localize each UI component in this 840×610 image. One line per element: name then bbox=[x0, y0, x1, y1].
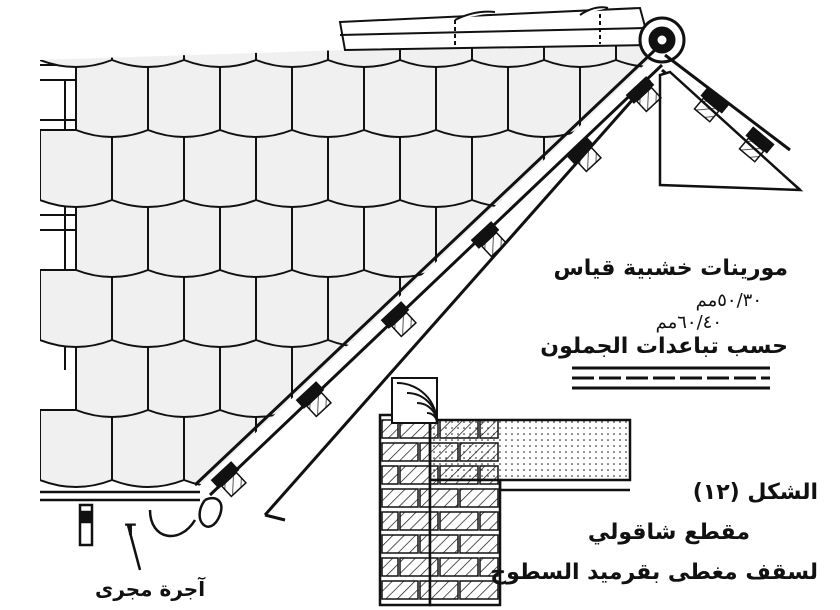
roof-tile bbox=[75, 339, 149, 418]
roof-tile bbox=[40, 409, 113, 488]
roof-tile bbox=[75, 199, 149, 278]
brick bbox=[459, 442, 499, 462]
roof-tile bbox=[111, 40, 185, 68]
roof-tile bbox=[543, 40, 617, 68]
roof-tile bbox=[363, 59, 437, 138]
membrane-symbol bbox=[572, 366, 770, 390]
timber-purlin bbox=[625, 76, 663, 113]
brick bbox=[381, 419, 399, 439]
roof-tile bbox=[111, 409, 185, 488]
roof-tile bbox=[255, 40, 329, 68]
roof-tile bbox=[40, 129, 113, 208]
roof-tile bbox=[219, 59, 293, 138]
brick bbox=[399, 557, 439, 577]
brick bbox=[419, 442, 459, 462]
roof-tile bbox=[435, 339, 509, 418]
roof-tile bbox=[147, 59, 221, 138]
timber-purlin bbox=[380, 301, 418, 338]
brick bbox=[419, 488, 459, 508]
roof-tile bbox=[183, 129, 257, 208]
roof-tile bbox=[183, 269, 257, 348]
purlin-size-1: ٥٠/٣٠مم bbox=[695, 290, 762, 311]
roof-tile bbox=[255, 269, 329, 348]
roof-tile bbox=[507, 59, 581, 138]
figure-description: لسقف مغطى بقرميد السطوح bbox=[490, 560, 818, 585]
ridge-tiles bbox=[338, 6, 652, 52]
purlin-spacing-note: حسب تباعدات الجملون bbox=[540, 334, 788, 359]
purlin-size-2: ٦٠/٤٠مم bbox=[655, 312, 722, 333]
timber-purlin bbox=[210, 461, 248, 498]
timber-purlin bbox=[565, 136, 603, 173]
rafter-fill-outline bbox=[658, 70, 804, 192]
brick bbox=[419, 580, 459, 600]
brick bbox=[381, 511, 399, 531]
roof-tile bbox=[147, 339, 221, 418]
brick bbox=[479, 557, 499, 577]
timber-purlins bbox=[210, 76, 775, 498]
brick bbox=[459, 580, 499, 600]
roof-tile bbox=[327, 129, 401, 208]
figure-subtitle: مقطع شاقولي bbox=[587, 520, 750, 545]
roof-tile bbox=[291, 199, 365, 278]
brick bbox=[381, 488, 419, 508]
brick bbox=[381, 442, 419, 462]
brick bbox=[439, 465, 479, 485]
brick bbox=[399, 511, 439, 531]
brick-courses bbox=[381, 419, 499, 600]
brick bbox=[479, 511, 499, 531]
timber-purlin bbox=[693, 86, 730, 123]
timber-purlin bbox=[738, 126, 775, 163]
roof-tile bbox=[291, 59, 365, 138]
brick bbox=[439, 557, 479, 577]
roof-tile bbox=[471, 129, 545, 208]
timber-purlin bbox=[295, 381, 333, 418]
ridge-roll bbox=[638, 16, 686, 64]
roof-tile bbox=[40, 40, 113, 68]
brick bbox=[439, 511, 479, 531]
brick bbox=[381, 534, 419, 554]
roof-tile bbox=[327, 269, 401, 348]
brick bbox=[459, 534, 499, 554]
roof-tile bbox=[183, 40, 257, 68]
roof-tile bbox=[255, 409, 329, 488]
brick bbox=[381, 557, 399, 577]
roof-tile bbox=[219, 199, 293, 278]
brick bbox=[381, 465, 399, 485]
roof-tile bbox=[615, 40, 660, 68]
roof-tile bbox=[147, 199, 221, 278]
roof-tile bbox=[399, 129, 473, 208]
gutter bbox=[40, 490, 223, 571]
brick bbox=[381, 580, 419, 600]
purlin-label-title: مورينات خشبية قياس bbox=[553, 256, 788, 281]
brick bbox=[479, 419, 499, 439]
roof-tile bbox=[471, 269, 545, 348]
brick bbox=[459, 488, 499, 508]
timber-purlin bbox=[470, 221, 508, 258]
roof-tile bbox=[75, 59, 149, 138]
brick bbox=[399, 465, 439, 485]
roof-tile bbox=[40, 269, 113, 348]
t-marker-label: T bbox=[125, 520, 136, 539]
roof-tile bbox=[111, 129, 185, 208]
roof-tile bbox=[255, 129, 329, 208]
roof-tile bbox=[111, 269, 185, 348]
brick bbox=[439, 419, 479, 439]
brick bbox=[419, 534, 459, 554]
roof-tile bbox=[435, 59, 509, 138]
wall-plate bbox=[391, 377, 438, 424]
gutter-tile-label: آجرة مجرى bbox=[95, 577, 206, 601]
brick bbox=[479, 465, 499, 485]
figure-number: الشكل (١٢) bbox=[692, 480, 818, 505]
